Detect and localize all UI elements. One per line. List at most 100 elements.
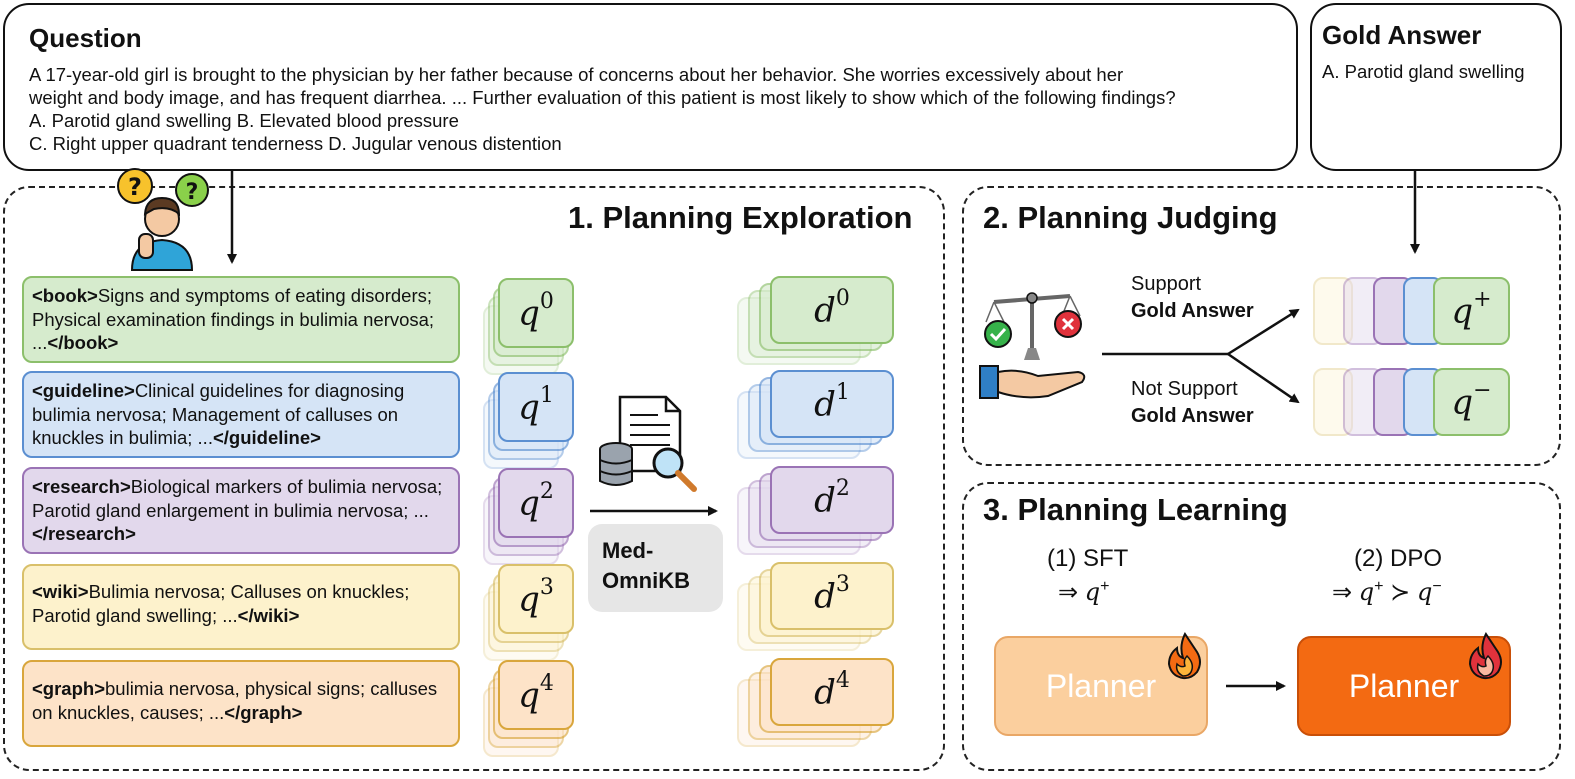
source-research-open-tag: <research> <box>32 476 131 497</box>
gold-answer-title: Gold Answer <box>1322 20 1482 50</box>
query-card-4: q4 <box>498 660 574 730</box>
planner-sft-label: Planner <box>1045 667 1157 704</box>
not-support-label-line-2: Gold Answer <box>1131 405 1254 427</box>
question-title: Question <box>29 23 142 53</box>
document-card-4: d4 <box>770 658 894 726</box>
q-plus-label: q+ <box>1451 286 1492 332</box>
document-label-4: d4 <box>814 667 850 713</box>
source-guideline-close-tag: </guideline> <box>212 427 321 448</box>
dpo-formula: ⇒ q+ ≻ q− <box>1332 578 1442 607</box>
sft-formula: ⇒ q+ <box>1058 578 1110 607</box>
dpo-label: (2) DPO <box>1354 545 1443 572</box>
source-wiki-text: Bulimia nervosa; Calluses on knuckles; P… <box>32 581 410 626</box>
document-card-2: d2 <box>770 466 894 534</box>
source-book-open-tag: <book> <box>32 285 98 306</box>
gold-answer-text: A. Parotid gland swelling <box>1322 61 1525 82</box>
query-label-4: q4 <box>518 670 554 716</box>
query-card-1: q1 <box>498 372 574 442</box>
document-label-2: d2 <box>814 475 850 521</box>
gold-answer-box: Gold Answer A. Parotid gland swelling <box>1310 3 1562 171</box>
question-line-1: A 17-year-old girl is brought to the phy… <box>29 64 1124 85</box>
med-omnikb-line-2: OmniKB <box>602 568 690 593</box>
document-index: 0 <box>835 285 850 311</box>
document-card-0: d0 <box>770 276 894 344</box>
document-label-1: d1 <box>814 379 850 425</box>
query-label-2: q2 <box>518 478 554 524</box>
thinking-person-icon: ? ? <box>117 168 209 271</box>
document-index: 2 <box>835 475 850 501</box>
query-index: 4 <box>539 670 554 696</box>
dpo-plus-sup: + <box>1374 578 1384 595</box>
query-label-1: q1 <box>518 382 554 428</box>
query-index: 2 <box>539 478 554 504</box>
question-option-line-1: A. Parotid gland swelling B. Elevated bl… <box>29 110 459 131</box>
med-omnikb-line-1: Med- <box>602 538 654 563</box>
svg-text:?: ? <box>186 180 199 205</box>
sft-plus-sup: + <box>1100 578 1110 595</box>
source-book-text: Signs and symptoms of eating disorders; … <box>32 285 435 353</box>
question-box: Question A 17-year-old girl is brought t… <box>3 3 1298 171</box>
fire-icon <box>1167 632 1201 680</box>
query-index: 1 <box>539 382 554 408</box>
support-label-line-1: Support <box>1131 273 1202 295</box>
query-card-2: q2 <box>498 468 574 538</box>
not-support-label: Not Support Gold Answer <box>1131 376 1254 430</box>
question-option-line-2: C. Right upper quadrant tenderness D. Ju… <box>29 133 562 154</box>
q-minus-card: q− <box>1433 368 1510 436</box>
question-line-2: weight and body image, and has frequent … <box>29 87 1176 108</box>
dpo-minus-sup: − <box>1432 578 1442 595</box>
sft-implies-symbol: ⇒ <box>1058 579 1079 606</box>
dpo-q-plus-symbol: q <box>1358 578 1375 606</box>
query-card-0: q0 <box>498 278 574 348</box>
dpo-q-minus-symbol: q <box>1416 578 1433 606</box>
sft-label: (1) SFT <box>1047 545 1129 572</box>
planner-sft-box: Planner <box>994 636 1208 736</box>
dpo-implies-symbol: ⇒ <box>1332 579 1353 606</box>
query-card-3: q3 <box>498 564 574 634</box>
not-support-label-line-1: Not Support <box>1131 378 1238 400</box>
source-wiki-box: <wiki>Bulimia nervosa; Calluses on knuck… <box>22 564 460 650</box>
support-label: Support Gold Answer <box>1131 271 1254 325</box>
source-guideline-text: Clinical guidelines for diagnosing bulim… <box>32 380 405 448</box>
document-index: 1 <box>835 379 850 405</box>
q-minus-card-layer <box>1313 368 1353 436</box>
source-guideline-box: <guideline>Clinical guidelines for diagn… <box>22 371 460 458</box>
source-book-close-tag: </book> <box>47 332 119 353</box>
judging-title: 2. Planning Judging <box>983 200 1278 235</box>
q-plus-card: q+ <box>1433 277 1510 345</box>
document-index: 3 <box>835 571 850 597</box>
source-research-box: <research>Biological markers of bulimia … <box>22 467 460 554</box>
planning-learning-section <box>962 482 1561 771</box>
q-minus-sup: − <box>1473 377 1492 403</box>
q-plus-card-layer <box>1313 277 1353 345</box>
planning-judging-section <box>962 186 1561 466</box>
source-graph-open-tag: <graph> <box>32 678 105 699</box>
dpo-succ-symbol: ≻ <box>1390 579 1411 606</box>
not-support-arrow <box>1227 352 1300 404</box>
sft-q-symbol: q <box>1084 578 1101 606</box>
source-graph-text: bulimia nervosa, physical signs; calluse… <box>32 678 438 723</box>
source-wiki-close-tag: </wiki> <box>237 604 300 626</box>
planner-dpo-label: Planner <box>1348 667 1460 704</box>
source-research-close-tag: </research> <box>32 523 136 544</box>
document-index: 4 <box>835 667 850 693</box>
balance-scale-hand-icon <box>979 292 1086 399</box>
svg-text:?: ? <box>128 173 142 201</box>
q-minus-label: q− <box>1451 377 1492 423</box>
source-book-box: <book>Signs and symptoms of eating disor… <box>22 276 460 363</box>
document-card-3: d3 <box>770 562 894 630</box>
support-arrow <box>1227 308 1300 356</box>
support-label-line-2: Gold Answer <box>1131 300 1254 322</box>
learning-title: 3. Planning Learning <box>983 492 1288 527</box>
source-wiki-open-tag: <wiki> <box>32 581 89 602</box>
med-omnikb-label: Med- OmniKB <box>588 524 723 612</box>
document-label-3: d3 <box>814 571 850 617</box>
source-research-text: Biological markers of bulimia nervosa; P… <box>32 476 443 521</box>
query-index: 3 <box>539 574 554 600</box>
query-label-3: q3 <box>518 574 554 620</box>
source-graph-close-tag: </graph> <box>224 701 303 723</box>
document-label-0: d0 <box>814 285 850 331</box>
query-index: 0 <box>539 288 554 314</box>
q-plus-sup: + <box>1473 286 1492 312</box>
